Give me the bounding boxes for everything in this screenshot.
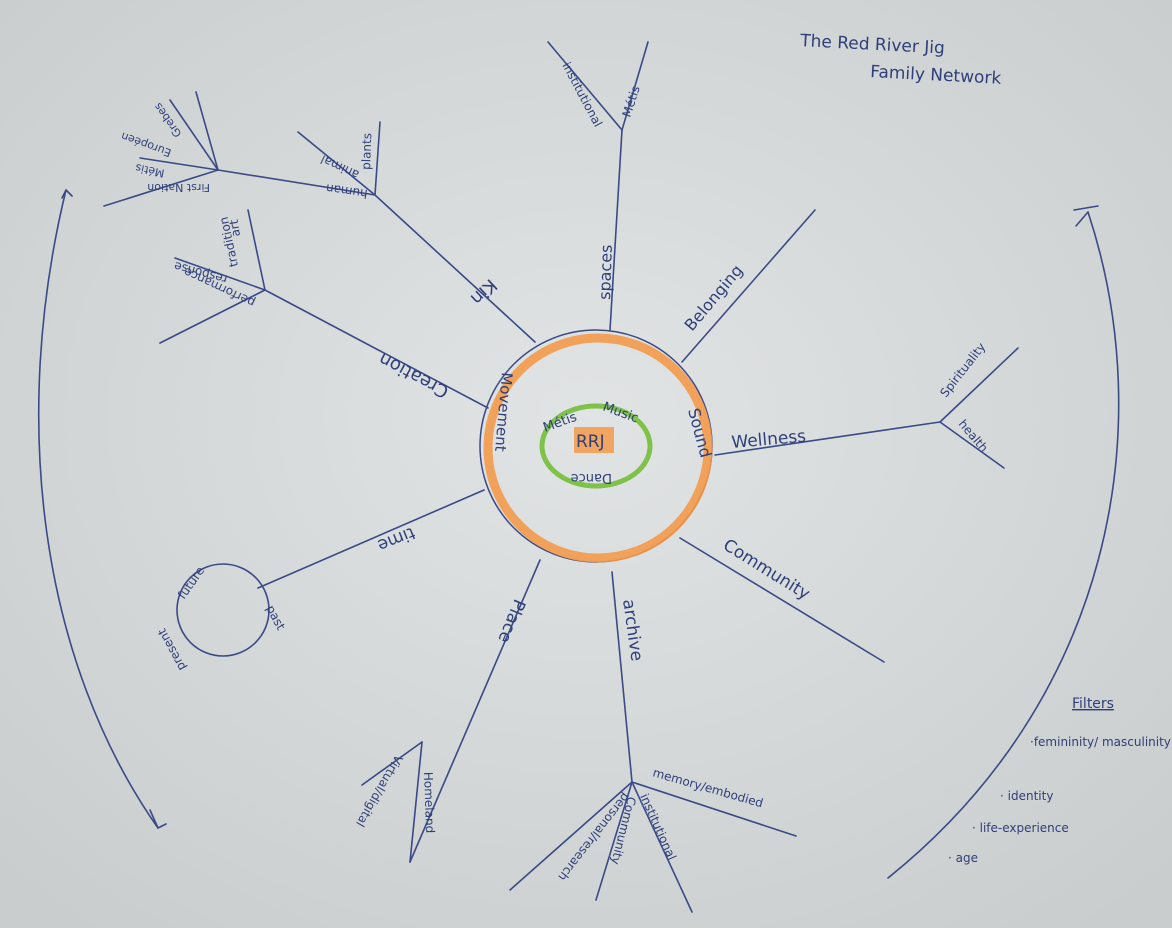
- label-place-homeland: Homeland: [421, 772, 437, 834]
- label-kin-human: human: [325, 181, 368, 201]
- filter-item-1: ·femininity/ masculinity: [1030, 735, 1171, 749]
- orange-ring: [483, 333, 713, 563]
- label-kin-metis: Métis: [134, 161, 166, 180]
- label-spaces: spaces: [595, 244, 616, 300]
- core-label: RRJ: [576, 432, 605, 452]
- right-cycle-arrow: [887, 205, 1120, 879]
- filter-item-3: · life-experience: [972, 821, 1069, 835]
- inner-label-dance: Dance: [571, 470, 612, 485]
- filter-item-4: · age: [948, 851, 978, 865]
- filter-item-2: · identity: [1000, 789, 1053, 803]
- label-kin-first-nation: First Nation: [147, 181, 210, 194]
- left-cycle-arrow: [37, 189, 167, 829]
- core-highlight: [574, 427, 614, 453]
- filters-heading: Filters: [1072, 696, 1114, 712]
- filters-legend: Filters ·femininity/ masculinity · ident…: [948, 696, 1171, 865]
- label-kin-plants: plants: [359, 133, 374, 170]
- time-circle: [176, 563, 270, 657]
- green-ring: [539, 403, 653, 489]
- branch-lines: [103, 41, 1019, 913]
- label-creation-art: art: [227, 218, 243, 237]
